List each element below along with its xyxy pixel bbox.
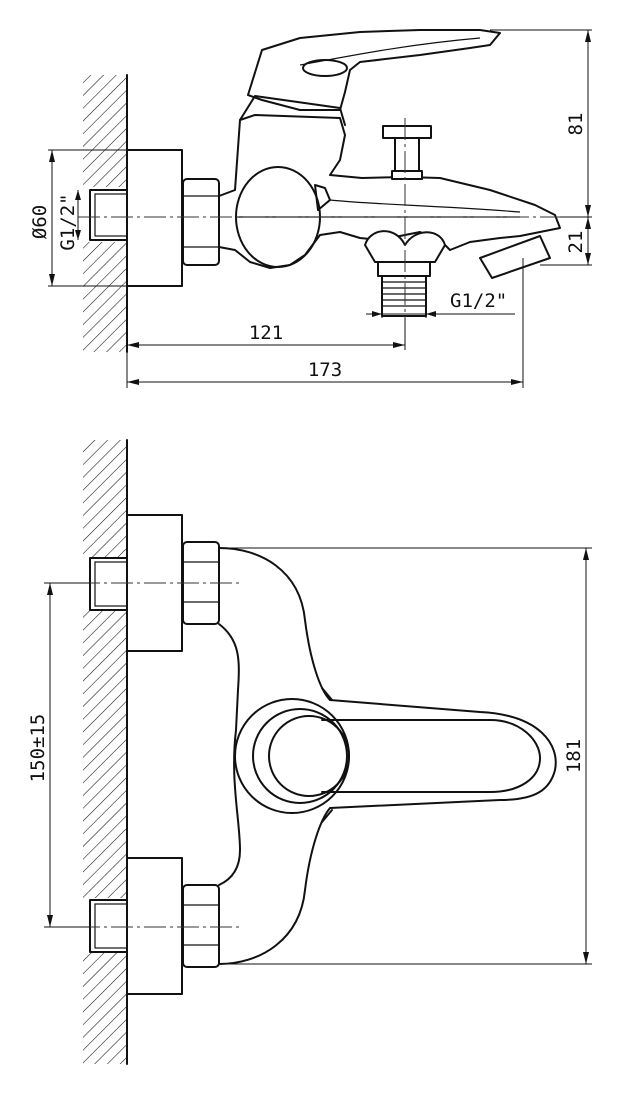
dim-depth-total-label: 173 (308, 359, 342, 381)
dim-depth-total: 173 (126, 258, 524, 388)
dim-thread-wall: G1/2" (57, 190, 81, 251)
dim-height-front-label: 181 (563, 739, 585, 773)
dim-spacing: 150±15 (27, 582, 90, 928)
dim-heights: 81 21 (490, 29, 592, 266)
dim-dia-label: Ø60 (29, 205, 51, 239)
dim-depth-outlet-label: 121 (249, 322, 283, 344)
dim-height-top-label: 81 (565, 113, 587, 136)
wall-side (83, 74, 128, 353)
escutcheon-bottom (126, 857, 183, 995)
hex-nut-bottom (182, 884, 220, 968)
dim-height-front: 181 (219, 547, 592, 965)
wall-pipe-top (89, 557, 128, 611)
dim-thread-outlet-label: G1/2" (450, 290, 507, 312)
dim-thread-outlet: G1/2" (366, 282, 515, 318)
hex-nut-side (182, 178, 220, 266)
dim-depth-outlet: 121 (127, 318, 406, 350)
wall-front (83, 439, 128, 1065)
mixer-body-front (218, 547, 557, 965)
side-view: Ø60 G1/2" G1/2" 121 (29, 29, 592, 388)
dim-dia: Ø60 (29, 149, 127, 287)
lever-side (239, 29, 501, 126)
spout-tip-side (479, 235, 551, 279)
dim-spacing-label: 150±15 (27, 714, 49, 783)
diverter-side (382, 125, 432, 180)
dim-thread-wall-label: G1/2" (57, 193, 79, 250)
wall-pipe-bottom (89, 899, 128, 953)
escutcheon-side (126, 149, 183, 287)
front-view: 150±15 181 (27, 439, 592, 1065)
wall-pipe-side (89, 189, 128, 241)
dim-height-bottom-label: 21 (565, 231, 587, 254)
